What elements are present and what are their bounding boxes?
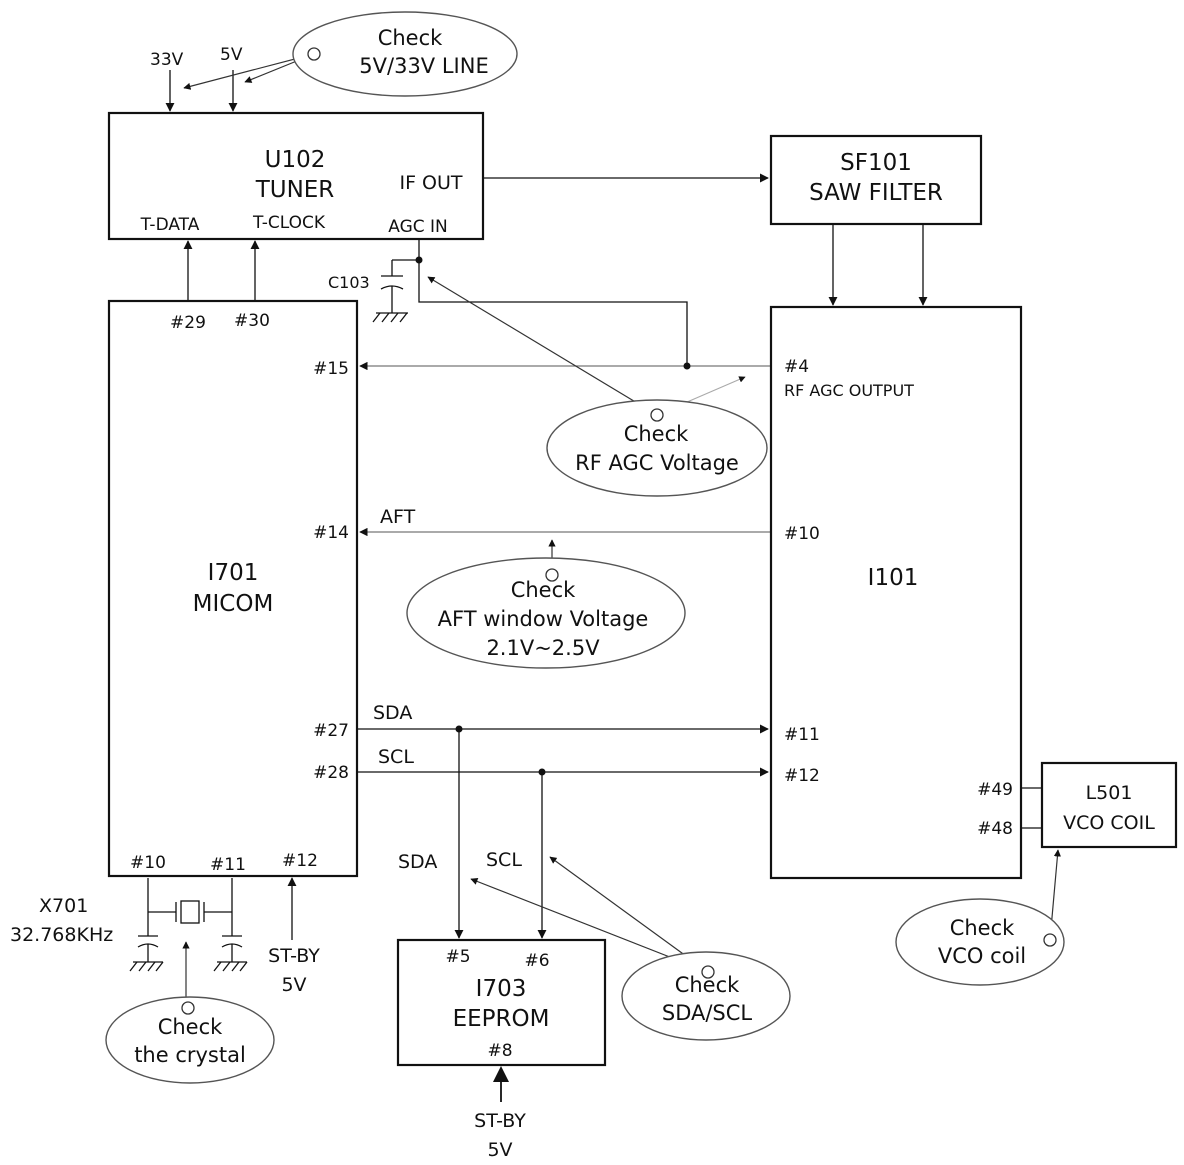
- check-aft-range: 2.1V~2.5V: [486, 636, 600, 660]
- eeprom-ref: I703: [476, 976, 527, 1002]
- pointer-scl: [549, 856, 709, 973]
- probe-point-icon: [307, 47, 321, 61]
- signal-scl: SCL: [378, 746, 414, 768]
- tuner-name: TUNER: [255, 177, 335, 203]
- check-vco-text: VCO coil: [938, 944, 1026, 968]
- c103-label: C103: [328, 273, 370, 292]
- i101-pin-11: #11: [784, 725, 820, 745]
- micom-pin-11: #11: [210, 855, 246, 875]
- micom-pin-29: #29: [170, 313, 206, 333]
- eeprom-box: [396, 938, 607, 1067]
- l501-box: [1040, 761, 1178, 849]
- signal-sda: SDA: [373, 702, 412, 724]
- check-aft-title: Check: [511, 578, 576, 602]
- l501-ref: L501: [1086, 782, 1133, 804]
- eeprom-stby-volt: 5V: [487, 1139, 512, 1161]
- micom-box: [107, 299, 359, 878]
- probe-point-icon: [545, 568, 559, 582]
- eeprom-pin-6: #6: [524, 951, 549, 971]
- micom-pin-27: #27: [313, 721, 349, 741]
- micom-pin-30: #30: [234, 311, 270, 331]
- micom-pin-14: #14: [313, 523, 349, 543]
- label-5v: 5V: [220, 45, 243, 65]
- eeprom-pin-8: #8: [487, 1041, 512, 1061]
- check-rf-agc-title: Check: [624, 422, 689, 446]
- check-rf-agc-text: RF AGC Voltage: [575, 451, 739, 475]
- probe-point-icon: [181, 1001, 195, 1015]
- i101-pin-10: #10: [784, 524, 820, 544]
- micom-stby-volt: 5V: [281, 974, 306, 996]
- pointer-line-33v: [183, 53, 315, 90]
- l501-name: VCO COIL: [1063, 812, 1155, 834]
- signal-sda-eeprom: SDA: [398, 851, 437, 873]
- tuner-if-out: IF OUT: [399, 172, 462, 194]
- ground-icon: [372, 312, 408, 323]
- micom-pin-10: #10: [130, 853, 166, 873]
- eeprom-pin-5: #5: [445, 947, 470, 967]
- check-sda-scl-oval: [621, 951, 791, 1041]
- check-vco-oval: [895, 898, 1065, 986]
- check-aft-text: AFT window Voltage: [438, 607, 649, 631]
- i101-pin-4: #4: [784, 357, 809, 377]
- micom-pin-28: #28: [313, 763, 349, 783]
- i101-box: [769, 305, 1023, 880]
- micom-name: MICOM: [193, 591, 274, 617]
- micom-stby-label: ST-BY: [268, 945, 320, 967]
- saw-name: SAW FILTER: [809, 180, 943, 206]
- tuner-ref: U102: [265, 147, 326, 173]
- crystal-freq: 32.768KHz: [10, 924, 113, 946]
- saw-filter-box: [769, 134, 983, 226]
- i101-pin-12: #12: [784, 766, 820, 786]
- check-crystal-title: Check: [158, 1015, 223, 1039]
- eeprom-stby-label: ST-BY: [474, 1110, 526, 1132]
- check-sda-scl-title: Check: [675, 973, 740, 997]
- probe-point-icon: [650, 408, 664, 422]
- micom-ref: I701: [208, 560, 259, 586]
- probe-point-icon: [701, 965, 715, 979]
- eeprom-name: EEPROM: [453, 1006, 550, 1032]
- eeprom-stby-arrow: [493, 1066, 509, 1102]
- wire-agc-in: [418, 239, 688, 366]
- tuner-agc-in: AGC IN: [388, 217, 448, 237]
- i101-pin-49: #49: [977, 780, 1013, 800]
- tuner-t-data: T-DATA: [140, 215, 200, 235]
- micom-pin-15: #15: [313, 359, 349, 379]
- tuner-t-clock: T-CLOCK: [252, 213, 326, 233]
- i101-rf-agc-output: RF AGC OUTPUT: [784, 381, 914, 400]
- i101-pin-48: #48: [977, 819, 1013, 839]
- check-rf-agc-oval: [546, 399, 768, 497]
- check-line-oval: [292, 11, 518, 97]
- junction-agc-2: [683, 362, 691, 370]
- signal-scl-eeprom: SCL: [486, 849, 522, 871]
- crystal-ref: X701: [39, 895, 88, 917]
- check-aft-oval: [406, 557, 686, 669]
- check-vco-title: Check: [950, 916, 1015, 940]
- tuner-box: [107, 111, 485, 241]
- micom-pin-12: #12: [282, 851, 318, 871]
- pointer-rf-agc: [427, 276, 658, 416]
- signal-aft: AFT: [380, 506, 416, 528]
- probe-point-icon: [1043, 933, 1057, 947]
- check-line-text: 5V/33V LINE: [359, 54, 488, 78]
- crystal-circuit: [129, 878, 248, 972]
- saw-ref: SF101: [840, 150, 912, 176]
- i101-ref: I101: [868, 565, 919, 591]
- check-line-title: Check: [378, 26, 443, 50]
- check-crystal-oval: [105, 996, 275, 1084]
- check-crystal-text: the crystal: [134, 1043, 246, 1067]
- check-sda-scl-text: SDA/SCL: [662, 1001, 753, 1025]
- label-33v: 33V: [150, 50, 184, 70]
